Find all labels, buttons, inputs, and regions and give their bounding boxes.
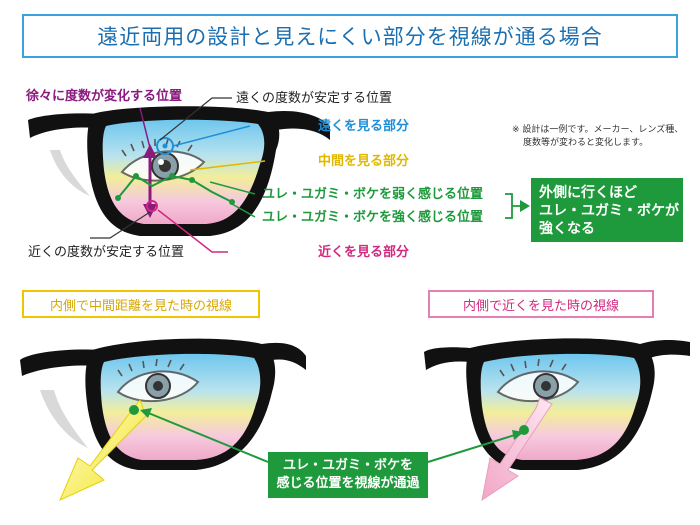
label-blur-strong: ユレ・ユガミ・ボケを強く感じる位置 <box>262 210 484 225</box>
label-zone-mid: 中間を見る部分 <box>318 154 410 169</box>
top-nose-pad <box>50 150 90 196</box>
bottom-right-glasses <box>424 338 690 502</box>
label-zone-far: 遠くを見る部分 <box>318 119 410 134</box>
top-temple-left <box>28 113 100 138</box>
subtitle-right: 内側で近くを見た時の視線 <box>428 290 654 318</box>
title-box: 遠近両用の設計と見えにくい部分を視線が通る場合 <box>22 14 678 58</box>
label-far-stable: 遠くの度数が安定する位置 <box>236 91 393 106</box>
callout-line-1: 外側に行くほど <box>539 185 637 201</box>
label-gradual-change: 徐々に度数が変化する位置 <box>26 89 183 104</box>
label-zone-near: 近くを見る部分 <box>318 245 410 260</box>
page-title: 遠近両用の設計と見えにくい部分を視線が通る場合 <box>97 25 603 49</box>
design-note: ※ 設計は一例です。メーカー、レンズ種、 度数等が変わると変化します。 <box>512 124 683 150</box>
bottom-connectors <box>140 408 524 463</box>
subtitle-left: 内側で中間距離を見た時の視線 <box>22 290 260 318</box>
subtitle-right-text: 内側で近くを見た時の視線 <box>462 298 619 314</box>
bottom-left-gaze-arrow <box>59 399 147 501</box>
label-blur-weak: ユレ・ユガミ・ボケを弱く感じる位置 <box>262 187 484 202</box>
top-leader-lines <box>90 97 530 253</box>
outer-blur-callout: 外側に行くほど ユレ・ユガミ・ボケが 強くなる <box>531 178 683 242</box>
gaze-callout-line-1: ユレ・ユガミ・ボケを <box>282 458 413 474</box>
gaze-pass-callout: ユレ・ユガミ・ボケを 感じる位置を視線が通過 <box>268 452 428 498</box>
gaze-callout-line-2: 感じる位置を視線が通過 <box>276 476 420 491</box>
note-line-1: ※ 設計は一例です。メーカー、レンズ種、 <box>512 125 684 135</box>
callout-line-2: ユレ・ユガミ・ボケが <box>539 203 679 220</box>
bottom-left-glasses <box>20 338 306 501</box>
label-near-stable: 近くの度数が安定する位置 <box>28 245 185 260</box>
subtitle-left-text: 内側で中間距離を見た時の視線 <box>49 298 232 314</box>
top-bridge <box>268 110 330 140</box>
top-eye <box>120 138 206 182</box>
design-markers <box>115 137 235 218</box>
callout-line-3: 強くなる <box>539 221 595 238</box>
note-line-2: 度数等が変わると変化します。 <box>523 138 649 149</box>
